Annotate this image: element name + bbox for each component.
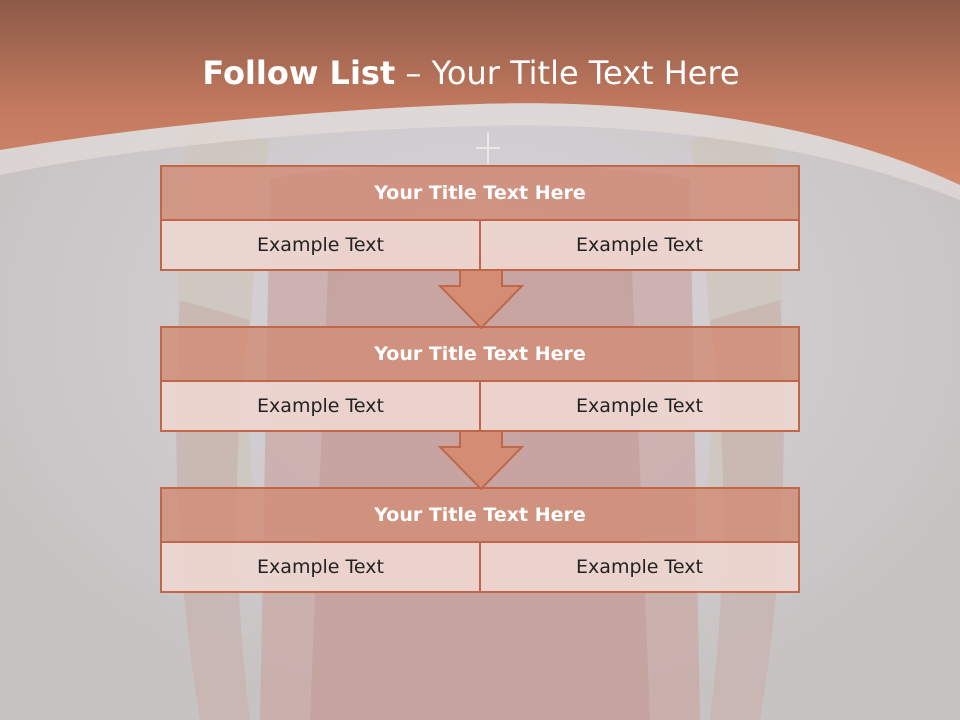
step-block-3: Your Title Text Here Example Text Exampl…: [160, 487, 800, 593]
slide-title: Follow List – Your Title Text Here: [0, 54, 942, 92]
step-3-left-text: Example Text: [160, 543, 481, 593]
header-band: [0, 0, 960, 200]
step-1-title: Your Title Text Here: [160, 165, 800, 221]
step-3-row: Example Text Example Text: [160, 543, 800, 593]
step-2-title: Your Title Text Here: [160, 326, 800, 382]
step-1-left-text: Example Text: [160, 221, 481, 271]
step-2-row: Example Text Example Text: [160, 382, 800, 432]
step-2-right-text: Example Text: [481, 382, 800, 432]
step-3-title: Your Title Text Here: [160, 487, 800, 543]
step-block-1: Your Title Text Here Example Text Exampl…: [160, 165, 800, 271]
step-block-2: Your Title Text Here Example Text Exampl…: [160, 326, 800, 432]
step-2-left-text: Example Text: [160, 382, 481, 432]
down-arrow-icon: [438, 431, 524, 491]
slide-title-rest: – Your Title Text Here: [395, 54, 740, 92]
slide-title-bold: Follow List: [202, 54, 396, 92]
step-3-right-text: Example Text: [481, 543, 800, 593]
step-1-row: Example Text Example Text: [160, 221, 800, 271]
down-arrow-icon: [438, 270, 524, 330]
step-1-right-text: Example Text: [481, 221, 800, 271]
